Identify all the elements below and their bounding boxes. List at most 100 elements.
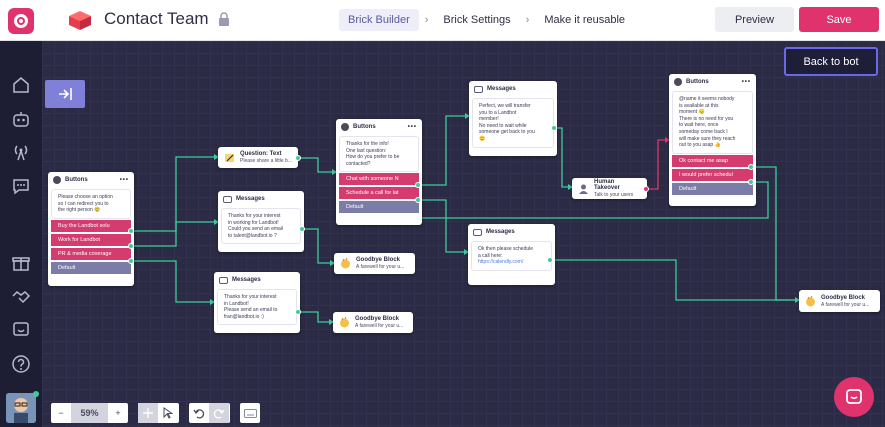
left-sidebar [0, 41, 42, 427]
default-option[interactable]: Default [51, 261, 131, 274]
node-subtitle: A farewell for your u... [821, 301, 870, 308]
chevron-right-icon: › [525, 14, 530, 26]
home-icon[interactable] [11, 75, 31, 95]
chat-icon[interactable] [11, 176, 31, 196]
top-bar: Contact Team Brick Builder › Brick Setti… [0, 0, 885, 41]
user-avatar[interactable] [6, 393, 36, 423]
waving-hand-icon [341, 258, 350, 269]
bot-avatar-icon [674, 78, 682, 86]
back-to-bot-button[interactable]: Back to bot [784, 47, 878, 76]
page-title: Contact Team [104, 9, 209, 28]
zoom-control: − 59% + [51, 403, 128, 423]
node-message: Thanks for your interest in Landbot! Ple… [218, 290, 296, 325]
message-icon [219, 276, 228, 284]
keyboard-button[interactable] [240, 403, 260, 423]
bot-icon[interactable] [11, 109, 31, 129]
calendly-link[interactable]: https://calendly.com/ [478, 259, 524, 266]
option-button[interactable]: Work for Landbot [51, 233, 131, 246]
messages-node[interactable]: Messages Thanks for your interest in wor… [218, 191, 304, 252]
more-options-icon[interactable]: ••• [741, 79, 751, 85]
node-subtitle: Please share a little b... [240, 158, 292, 164]
node-subtitle: A farewell for your u... [356, 264, 405, 270]
redo-icon [213, 409, 225, 419]
message-icon [473, 228, 482, 236]
more-options-icon[interactable]: ••• [119, 177, 129, 183]
brick-icon [69, 11, 91, 30]
canvas-mode-toggle [138, 403, 179, 423]
output-connector[interactable] [415, 182, 421, 188]
node-subtitle: A farewell for your u... [355, 323, 404, 329]
output-connector[interactable] [748, 179, 754, 185]
move-tool-button[interactable] [138, 403, 158, 423]
pencil-note-icon [225, 154, 234, 162]
node-header: Messages [236, 196, 265, 202]
feedback-icon[interactable] [11, 320, 31, 340]
node-header: Buttons [353, 124, 376, 130]
more-options-icon[interactable]: ••• [407, 124, 417, 130]
help-icon[interactable] [11, 354, 31, 374]
option-button[interactable]: PR & media coverage [51, 247, 131, 260]
broadcast-icon[interactable] [11, 142, 31, 162]
undo-button[interactable] [189, 403, 209, 423]
output-connector[interactable] [643, 186, 649, 192]
messages-node[interactable]: Messages Perfect, we will transfer you t… [469, 81, 557, 156]
select-tool-button[interactable] [158, 403, 178, 423]
gift-icon[interactable] [11, 253, 31, 273]
output-connector[interactable] [547, 257, 553, 263]
message-icon [223, 195, 232, 203]
keyboard-icon [243, 408, 257, 418]
output-connector[interactable] [128, 258, 134, 264]
output-connector[interactable] [128, 243, 134, 249]
output-connector[interactable] [415, 197, 421, 203]
message-icon [474, 85, 483, 93]
output-connector[interactable] [295, 309, 301, 315]
option-button[interactable]: Buy the Landbot solu [51, 219, 131, 232]
node-subtitle: Talk to your users [594, 192, 634, 198]
output-connector[interactable] [299, 226, 305, 232]
messages-node[interactable]: Messages Thanks for your interest in Lan… [214, 272, 300, 333]
output-connector[interactable] [551, 125, 557, 131]
move-icon [143, 408, 153, 418]
buttons-node[interactable]: Buttons••• @name it seems nobody is avai… [669, 74, 756, 206]
output-connector[interactable] [295, 155, 301, 161]
support-chat-button[interactable] [834, 377, 874, 417]
buttons-node[interactable]: Buttons ••• Please choose an option so I … [48, 172, 134, 286]
zoom-level: 59% [71, 403, 108, 423]
collapse-panel-button[interactable] [45, 80, 85, 108]
preview-button[interactable]: Preview [715, 7, 794, 32]
node-title: Goodbye Block [356, 257, 401, 263]
output-connector[interactable] [128, 228, 134, 234]
node-title: Goodbye Block [821, 294, 866, 301]
node-header: Buttons [65, 177, 88, 183]
landbot-logo[interactable] [8, 8, 34, 34]
default-option[interactable]: Default [672, 182, 753, 195]
option-button[interactable]: Ok contact me asap [672, 154, 753, 167]
option-button[interactable]: Chat with someone N [339, 173, 419, 186]
step-make-reusable[interactable]: Make it reusable [544, 14, 626, 26]
chevron-right-icon: › [424, 14, 429, 26]
save-button[interactable]: Save [799, 7, 879, 32]
node-title: Question: Text [240, 151, 282, 157]
node-message: Please choose an option so I can redirec… [52, 190, 130, 218]
zoom-out-button[interactable]: − [58, 408, 64, 418]
buttons-node[interactable]: Buttons••• Thanks for the info! One last… [336, 119, 422, 225]
online-status-dot [33, 391, 39, 397]
message-text: Ok then please schedule a call here: [478, 246, 534, 259]
history-controls [189, 403, 230, 423]
step-brick-settings[interactable]: Brick Settings [443, 14, 511, 26]
messages-node[interactable]: Messages Ok then please schedule a call … [468, 224, 555, 285]
default-option[interactable]: Default [339, 201, 419, 214]
output-connector[interactable] [748, 164, 754, 170]
handshake-icon[interactable] [11, 287, 31, 307]
lock-icon[interactable] [218, 12, 230, 26]
zoom-in-button[interactable]: + [115, 408, 121, 418]
option-button[interactable]: Schedule a call for lat [339, 187, 419, 200]
option-button[interactable]: I would prefer schedul [672, 168, 753, 181]
step-brick-builder[interactable]: Brick Builder [339, 9, 419, 31]
redo-button[interactable] [209, 403, 229, 423]
